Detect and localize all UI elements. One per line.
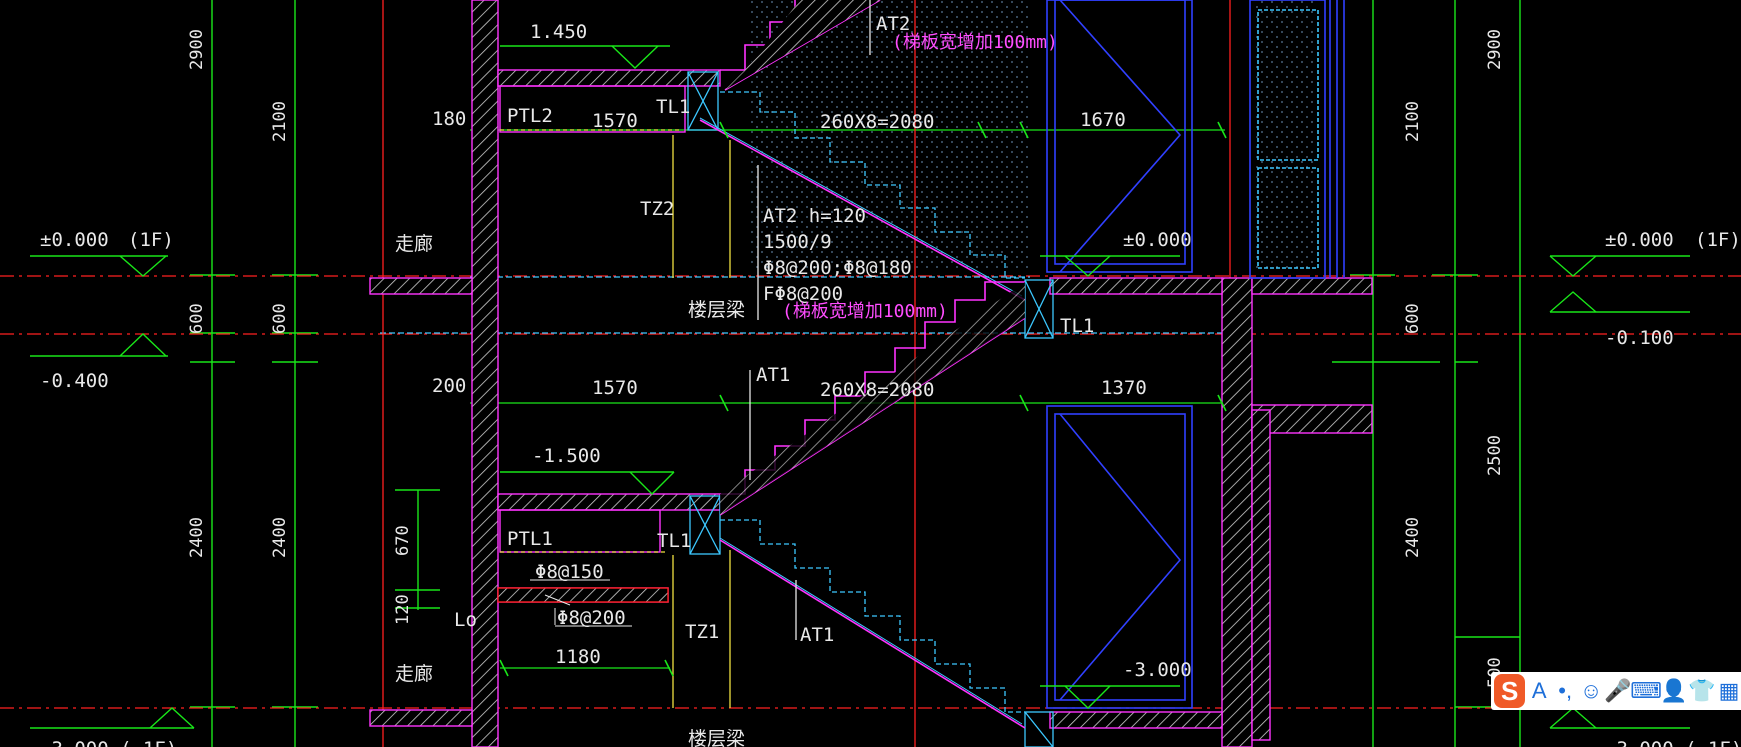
svg-text:TL1: TL1 [657,530,691,552]
svg-text:±0.000: ±0.000 [1123,229,1192,251]
punctuation-button[interactable]: •, [1558,678,1573,703]
columns [500,0,871,708]
svg-text:PTL2: PTL2 [507,105,553,127]
svg-text:2900: 2900 [1485,29,1505,70]
stair-flights [699,0,1026,729]
svg-text:-1.500: -1.500 [532,445,601,467]
voice-icon[interactable]: 🎤 [1604,678,1632,703]
language-toggle-button[interactable]: A [1531,678,1547,703]
slab-fill-right [1255,0,1315,270]
beams [687,71,1054,747]
svg-text:-0.400: -0.400 [40,370,109,392]
svg-text:2400: 2400 [187,517,207,558]
element-labels: PTL2 TL1 TL1 TL1 PTL1 TZ2 TZ1 AT2 AT1 AT… [395,13,1147,747]
svg-text:Φ8@150: Φ8@150 [535,561,604,583]
svg-text:走廊: 走廊 [395,663,433,685]
svg-text:PTL1: PTL1 [507,528,553,550]
svg-text:260X8=2080: 260X8=2080 [820,111,934,133]
svg-text:走廊: 走廊 [395,233,433,255]
skin-icon[interactable]: 👕 [1688,678,1716,703]
svg-text:600: 600 [1403,303,1423,334]
svg-text:FΦ8@200: FΦ8@200 [763,283,843,305]
svg-text:TL1: TL1 [656,96,690,118]
svg-text:1670: 1670 [1080,109,1126,131]
svg-text:-0.100: -0.100 [1605,327,1674,349]
svg-text:AT1: AT1 [800,624,834,646]
svg-text:楼层梁: 楼层梁 [688,728,745,747]
svg-text:600: 600 [270,303,290,334]
svg-text:1500/9: 1500/9 [763,231,832,253]
svg-text:2100: 2100 [1403,101,1423,142]
svg-text:Lo: Lo [454,609,477,631]
ime-logo-icon[interactable]: S [1494,674,1526,708]
svg-text:180: 180 [432,108,466,130]
svg-text:1370: 1370 [1101,377,1147,399]
svg-text:±0.000: ±0.000 [1605,229,1674,251]
svg-text:2400: 2400 [1403,517,1423,558]
svg-text:2400: 2400 [270,517,290,558]
svg-text:Φ8@200: Φ8@200 [557,607,626,629]
toolbox-icon[interactable]: ▦ [1718,678,1740,703]
svg-text:TZ2: TZ2 [640,198,674,220]
svg-text:1570: 1570 [592,377,638,399]
svg-text:200: 200 [432,375,466,397]
svg-text:260X8=2080: 260X8=2080 [820,379,934,401]
svg-text:-3.000 (-1F): -3.000 (-1F) [1605,738,1741,747]
svg-text:1180: 1180 [555,646,601,668]
svg-text:670: 670 [393,525,413,556]
svg-text:AT1: AT1 [756,364,790,386]
svg-text:1.450: 1.450 [530,21,587,43]
level-lines [0,129,1741,709]
svg-text:-3.000: -3.000 [1123,659,1192,681]
dim-ticks [499,121,1227,677]
svg-text:600: 600 [187,303,207,334]
svg-text:1570: 1570 [592,110,638,132]
svg-text:Φ8@200;Φ8@180: Φ8@200;Φ8@180 [763,257,912,279]
emoji-icon[interactable]: ☺ [1579,678,1603,703]
elevation-dim-texts: 2900 2100 600 600 2400 2400 2900 2100 60… [187,29,1505,688]
svg-text:TL1: TL1 [1060,315,1094,337]
level-markers [30,45,1690,729]
svg-text:AT2 h=120: AT2 h=120 [763,205,866,227]
landings [497,69,1223,729]
svg-text:楼层梁: 楼层梁 [688,299,745,321]
svg-text:120: 120 [393,594,413,625]
ime-toolbar[interactable]: S A •,☺🎤⌨👤👕▦ [1491,672,1741,710]
svg-text:-3.000 (-1F): -3.000 (-1F) [40,738,177,747]
svg-text:TZ1: TZ1 [685,621,719,643]
openings [1046,0,1345,709]
walls [369,0,1373,747]
keyboard-icon[interactable]: ⌨ [1630,678,1662,703]
svg-text:AT2: AT2 [876,13,910,35]
svg-text:2900: 2900 [187,29,207,70]
level-texts: 1.450 ±0.000 (1F) -0.400 ±0.000 ±0.000 (… [40,21,1741,747]
svg-text:(梯板宽增加100mm): (梯板宽增加100mm) [892,32,1058,53]
svg-text:(1F): (1F) [128,229,174,251]
svg-text:±0.000: ±0.000 [40,229,109,251]
svg-text:(梯板宽增加100mm): (梯板宽增加100mm) [782,301,948,322]
user-icon[interactable]: 👤 [1660,678,1688,703]
rebar-detail [497,579,669,627]
svg-text:2100: 2100 [270,101,290,142]
svg-text:2500: 2500 [1485,435,1505,476]
svg-text:(1F): (1F) [1695,229,1741,251]
